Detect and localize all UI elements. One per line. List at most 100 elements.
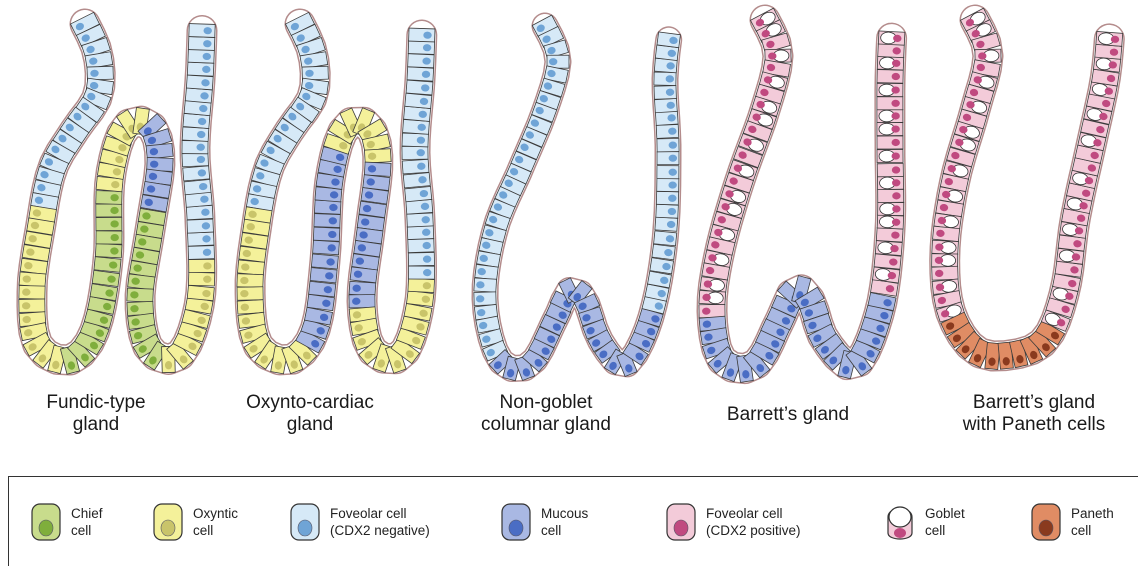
gland-cell xyxy=(877,83,903,96)
gland-cell xyxy=(407,226,433,240)
gland-cell xyxy=(128,274,155,290)
gland-cell xyxy=(875,241,902,256)
gland-cell xyxy=(302,66,328,80)
gland-cell xyxy=(188,37,214,51)
label-oxynto-cardiac-gland: Oxynto-cardiacgland xyxy=(210,392,410,436)
gland-cell xyxy=(188,246,214,260)
gland-cell xyxy=(408,54,435,68)
gland-cell xyxy=(87,66,113,80)
gland-cell xyxy=(932,266,958,280)
gland-cell xyxy=(877,163,903,176)
gland-cell xyxy=(877,123,903,136)
gland-cell xyxy=(409,28,435,42)
gland-cell xyxy=(187,285,214,300)
gland-cell xyxy=(182,127,209,141)
gland-cell xyxy=(237,300,264,314)
gland-cell xyxy=(239,246,266,262)
gland-cell xyxy=(127,288,154,302)
gland-cell xyxy=(403,173,430,188)
label-barretts-gland-with-paneth-cells: Barrett’s glandwith Paneth cells xyxy=(934,392,1134,436)
gland-cell xyxy=(94,257,121,273)
gland-cell xyxy=(475,264,498,280)
gland-cell xyxy=(877,109,903,122)
gland-cell xyxy=(402,146,428,159)
gland-cell xyxy=(878,202,904,215)
gland-cell xyxy=(654,72,676,85)
gland-cell xyxy=(650,258,674,274)
gland-cell xyxy=(146,143,173,158)
paneth-cell-icon xyxy=(1031,503,1061,541)
gland-cell xyxy=(874,254,901,269)
gland-cell xyxy=(657,166,679,179)
gland-cell xyxy=(186,75,213,90)
gland-cell xyxy=(408,278,435,292)
gland-cell xyxy=(350,267,377,283)
gland-cell xyxy=(408,252,434,265)
gland-cell xyxy=(407,213,434,227)
gland-cell xyxy=(877,70,903,84)
gland-3 xyxy=(474,15,681,381)
gland-cell xyxy=(408,266,434,279)
gland-cell xyxy=(878,44,905,58)
gland-cell xyxy=(237,274,263,288)
gland-cell xyxy=(877,215,904,229)
gland-cell xyxy=(656,124,679,138)
gland-cell xyxy=(407,291,434,307)
gland-cell xyxy=(656,191,678,205)
gland-cell xyxy=(182,141,208,154)
gland-cell xyxy=(873,267,900,283)
gland-cell xyxy=(349,295,375,308)
foveolar-cdx2-negative-icon xyxy=(290,503,320,541)
gland-cell xyxy=(309,281,336,297)
gland-cell xyxy=(314,214,340,228)
gland-cell xyxy=(96,204,122,217)
gland-cell xyxy=(364,149,391,163)
gland-cell xyxy=(657,178,679,191)
gland-cell xyxy=(187,62,214,76)
gland-cell xyxy=(654,86,676,100)
gland-cell xyxy=(96,231,122,244)
gland-cell xyxy=(933,226,960,241)
gland-cell xyxy=(654,231,677,246)
gland-cell xyxy=(403,120,430,135)
gland-cell xyxy=(313,227,340,241)
gland-cell xyxy=(407,67,434,81)
gland-cell xyxy=(313,240,340,255)
gland-cell xyxy=(1096,31,1123,46)
gland-cell xyxy=(657,139,679,152)
gland-cell xyxy=(877,97,903,110)
label-barretts-gland: Barrett’s gland xyxy=(688,404,888,426)
gland-cell xyxy=(185,88,212,103)
gland-cell xyxy=(406,80,433,95)
gland-2 xyxy=(237,12,435,373)
gland-cell xyxy=(402,159,429,174)
gland-cell xyxy=(699,304,725,317)
goblet-cell-icon xyxy=(885,503,915,541)
gland-cell xyxy=(408,41,434,55)
gland-cell xyxy=(189,259,215,272)
gland-cell xyxy=(474,278,497,292)
gland-cell xyxy=(877,176,903,189)
gland-cell xyxy=(474,292,496,306)
gland-cell xyxy=(183,113,210,128)
gland-cell xyxy=(878,189,904,202)
gland-cell xyxy=(92,270,119,286)
gland-cell xyxy=(876,227,903,242)
oxyntic-cell-icon xyxy=(153,503,183,541)
gland-cell xyxy=(405,186,432,201)
gland-cell xyxy=(877,136,903,149)
gland-cell xyxy=(19,299,45,312)
gland-cell xyxy=(932,240,959,254)
gland-cell xyxy=(19,272,46,287)
gland-diagram xyxy=(0,0,1138,390)
gland-cell xyxy=(655,111,678,125)
gland-cell xyxy=(187,219,214,233)
gland-cell xyxy=(932,254,958,267)
gland-cell xyxy=(237,260,264,275)
label-non-goblet-columnar-gland: Non-gobletcolumnar gland xyxy=(446,392,646,436)
gland-cell xyxy=(19,285,45,299)
gland-cell xyxy=(184,179,211,194)
gland-cell xyxy=(188,232,215,246)
gland-cell xyxy=(402,133,428,147)
